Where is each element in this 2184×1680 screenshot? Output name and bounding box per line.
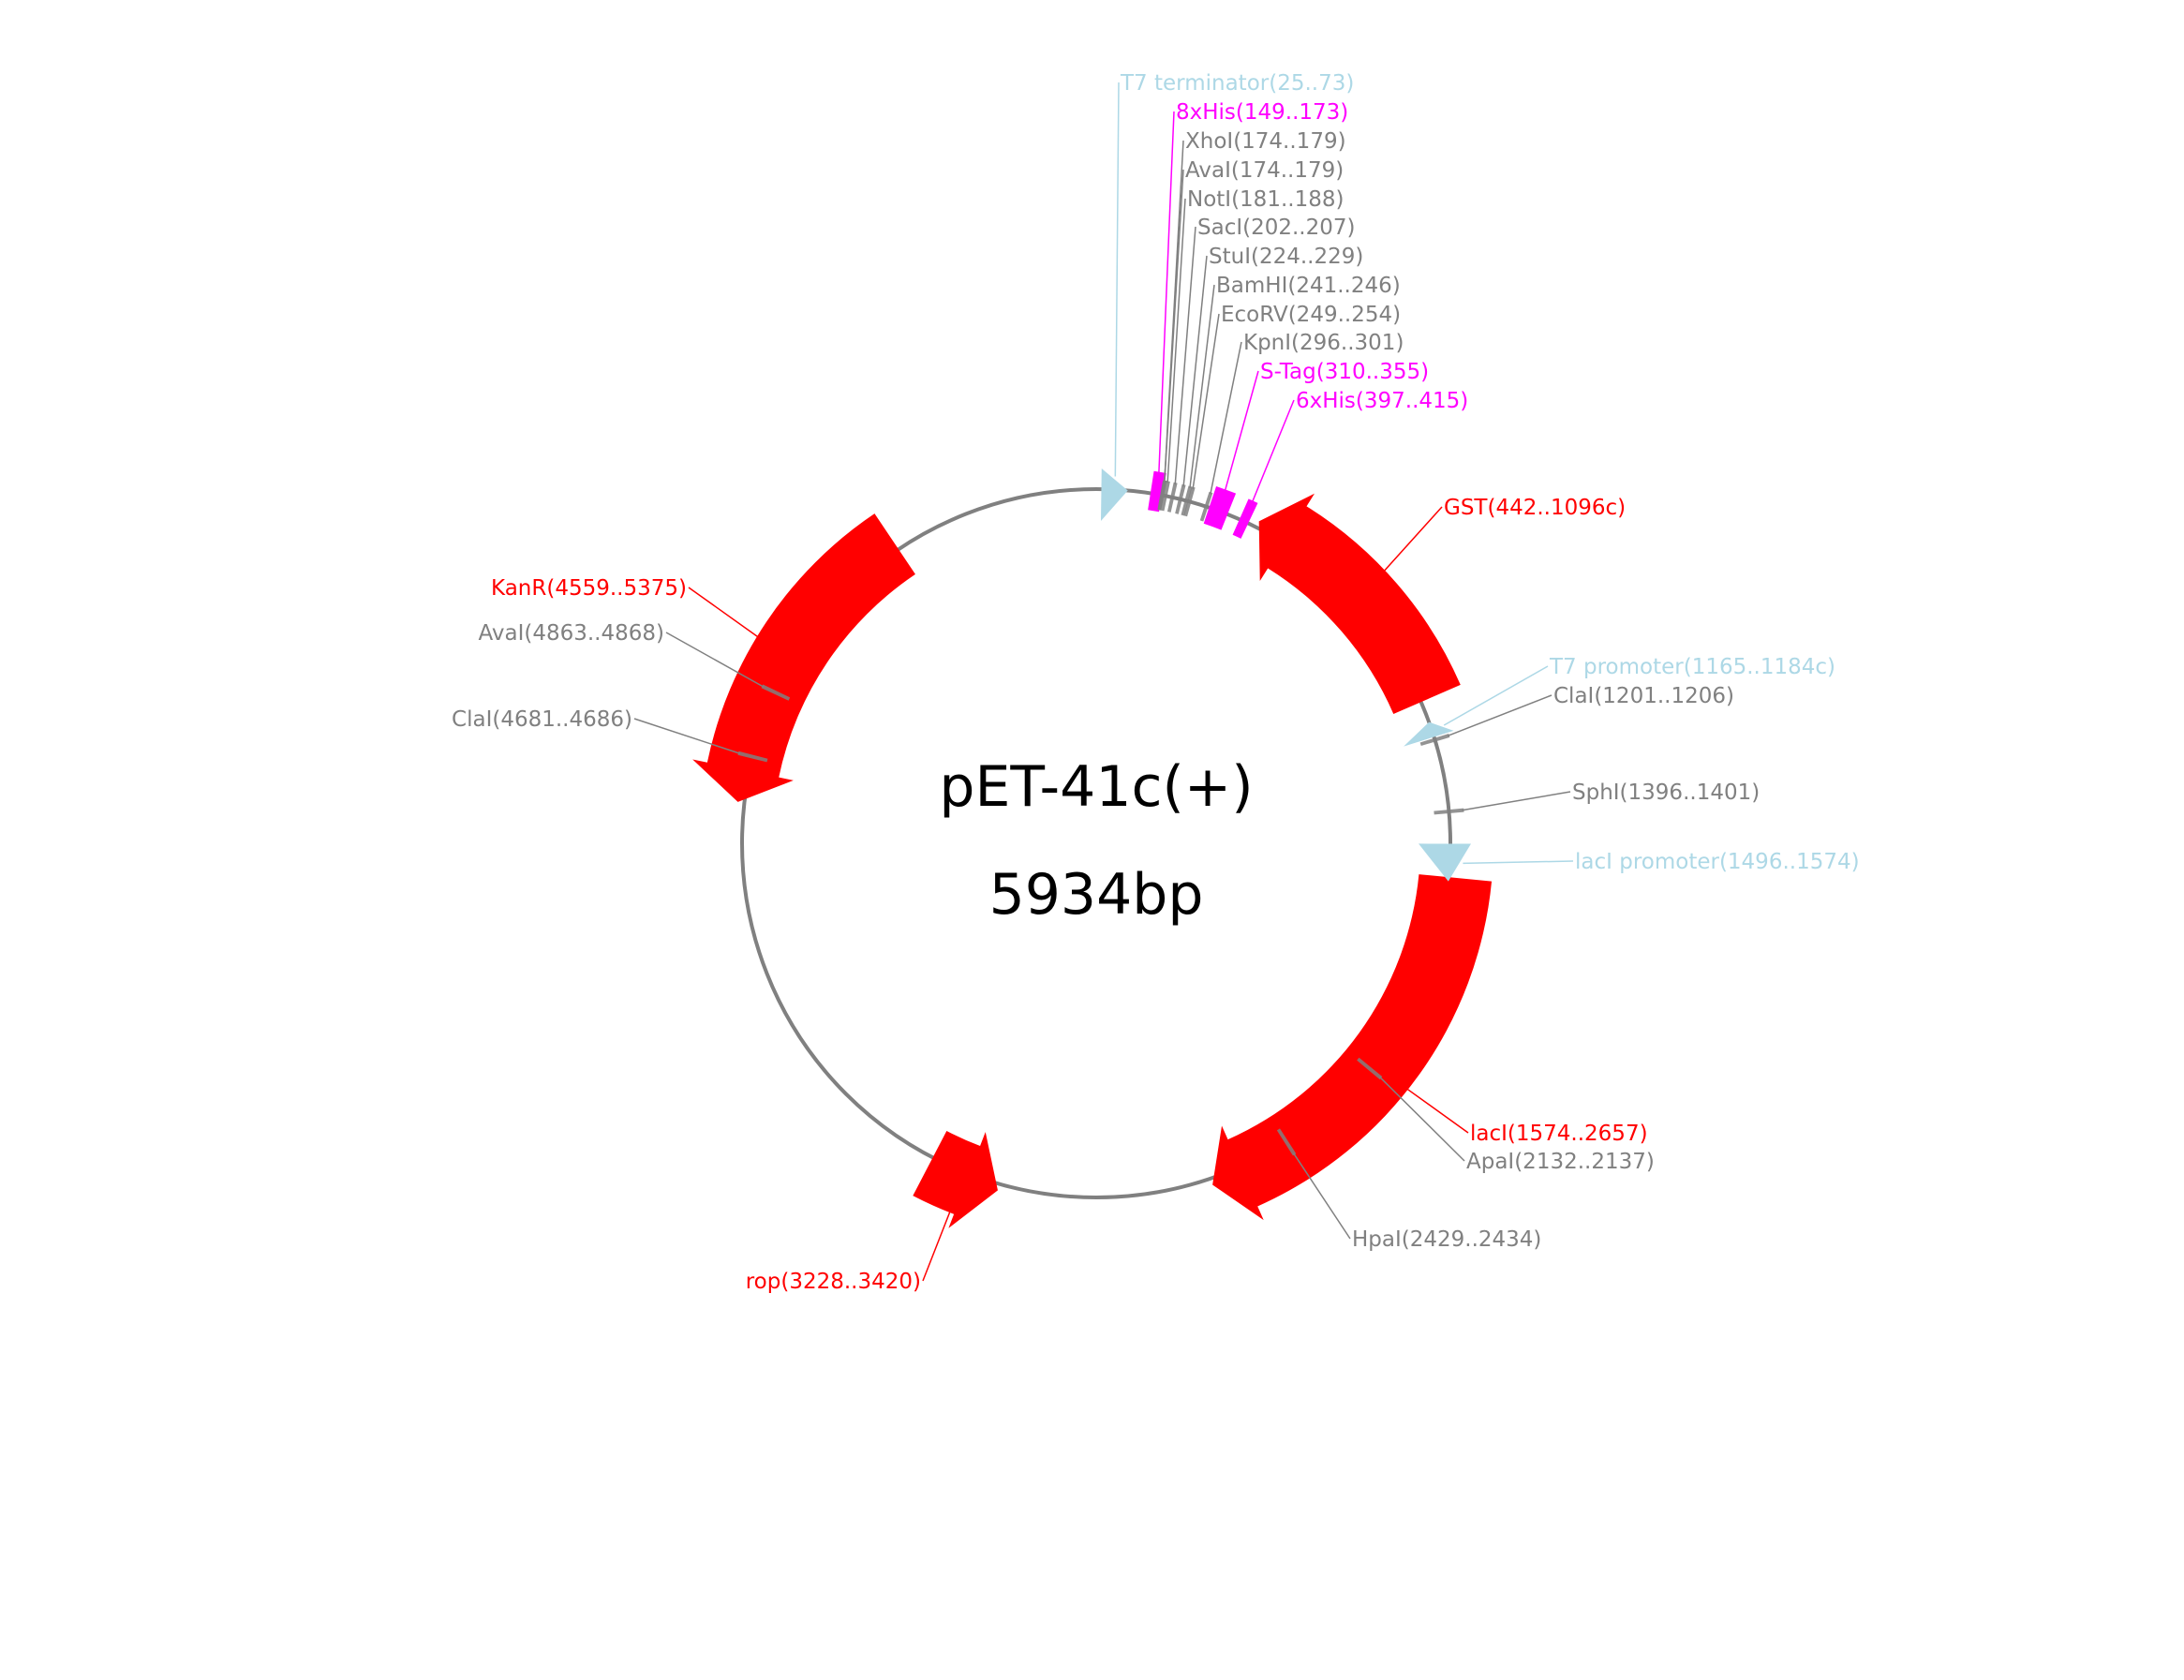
s-tag-label: S-Tag(310..355): [1260, 360, 1429, 384]
backbone-circle: [740, 487, 1452, 1199]
gst-label: GST(442..1096c): [1444, 496, 1626, 520]
bamhi-label: BamHI(241..246): [1216, 274, 1401, 298]
avai-174-leader: [1164, 169, 1184, 483]
s-tag-leader: [1222, 370, 1259, 499]
saci-feature: [1166, 482, 1178, 513]
kanr-label: KanR(4559..5375): [491, 576, 687, 601]
t7-terminator-leader: [1114, 82, 1120, 477]
kpni-leader: [1210, 341, 1242, 495]
noti-leader: [1166, 198, 1186, 483]
rop-label: rop(3228..3420): [746, 1270, 921, 1294]
6xhis-label: 6xHis(397..415): [1296, 389, 1468, 413]
kpni-label: KpnI(296..301): [1243, 331, 1404, 355]
leader-layer: [633, 82, 1574, 1282]
avai-174-label: AvaI(174..179): [1185, 158, 1344, 183]
rop-feature: [913, 1130, 998, 1228]
clai-4681-leader: [633, 718, 741, 754]
t7-terminator-label: T7 terminator(25..73): [1120, 71, 1354, 96]
kpni-feature: [1199, 491, 1213, 522]
stui-label: StuI(224..229): [1209, 245, 1363, 269]
hpai-label: HpaI(2429..2434): [1352, 1227, 1541, 1252]
backbone-layer: [740, 487, 1452, 1199]
gst-leader: [1380, 506, 1443, 575]
noti-feature: [1160, 481, 1170, 512]
sphi-label: SphI(1396..1401): [1572, 781, 1760, 805]
bamhi-feature: [1181, 485, 1193, 516]
t7-terminator-feature: [1100, 468, 1128, 522]
sphi-feature: [1434, 808, 1464, 815]
apai-feature: [1357, 1057, 1383, 1080]
noti-label: NotI(181..188): [1187, 187, 1344, 212]
plasmid-size: 5934bp: [989, 862, 1204, 928]
stui-feature: [1175, 483, 1186, 514]
ecorv-feature: [1183, 486, 1196, 517]
label-layer: T7 terminator(25..73) 8xHis(149..173) XhoI…: [452, 71, 1860, 1294]
saci-label: SacI(202..207): [1197, 216, 1356, 240]
ecorv-label: EcoRV(249..254): [1221, 303, 1401, 327]
clai-1201-feature: [1419, 733, 1450, 747]
laci-promoter-label: lacI promoter(1496..1574): [1575, 850, 1860, 874]
laci-label: lacI(1574..2657): [1470, 1122, 1648, 1146]
s-tag-feature: [1203, 485, 1237, 530]
8xhis-leader: [1157, 111, 1175, 482]
laci-feature: [1212, 874, 1493, 1221]
apai-label: ApaI(2132..2137): [1466, 1150, 1655, 1174]
8xhis-feature: [1148, 470, 1166, 513]
avai-4863-leader: [665, 632, 765, 688]
clai-4681-label: ClaI(4681..4686): [452, 707, 632, 732]
t7-promoter-label: T7 promoter(1165..1184c): [1549, 655, 1835, 679]
t7-promoter-leader: [1443, 665, 1549, 726]
rop-leader: [922, 1207, 953, 1282]
feature-layer: [692, 468, 1493, 1228]
clai-1201-label: ClaI(1201..1206): [1553, 684, 1734, 708]
hpai-feature: [1276, 1128, 1297, 1156]
kanr-leader: [688, 587, 763, 641]
sphi-leader: [1462, 791, 1571, 811]
clai-4681-feature: [737, 751, 768, 763]
laci-leader: [1403, 1085, 1469, 1134]
stui-leader: [1182, 255, 1208, 487]
laci-promoter-leader: [1463, 860, 1574, 865]
6xhis-leader: [1248, 399, 1295, 510]
avai-4863-label: AvaI(4863..4868): [478, 621, 664, 646]
plasmid-name: pET-41c(+): [939, 754, 1253, 820]
clai-1201-leader: [1447, 694, 1553, 737]
saci-leader: [1174, 226, 1196, 485]
bamhi-leader: [1189, 284, 1215, 489]
apai-leader: [1378, 1076, 1465, 1162]
kanr-feature: [692, 513, 915, 802]
hpai-leader: [1292, 1152, 1351, 1240]
xhoi-label: XhoI(174..179): [1185, 129, 1346, 154]
8xhis-label: 8xHis(149..173): [1176, 100, 1348, 125]
gst-feature: [1258, 493, 1461, 714]
6xhis-feature: [1232, 498, 1258, 539]
avai-4863-feature: [761, 684, 791, 701]
t7-promoter-feature: [1404, 721, 1454, 747]
ecorv-leader: [1192, 313, 1220, 489]
laci-promoter-feature: [1419, 843, 1471, 882]
